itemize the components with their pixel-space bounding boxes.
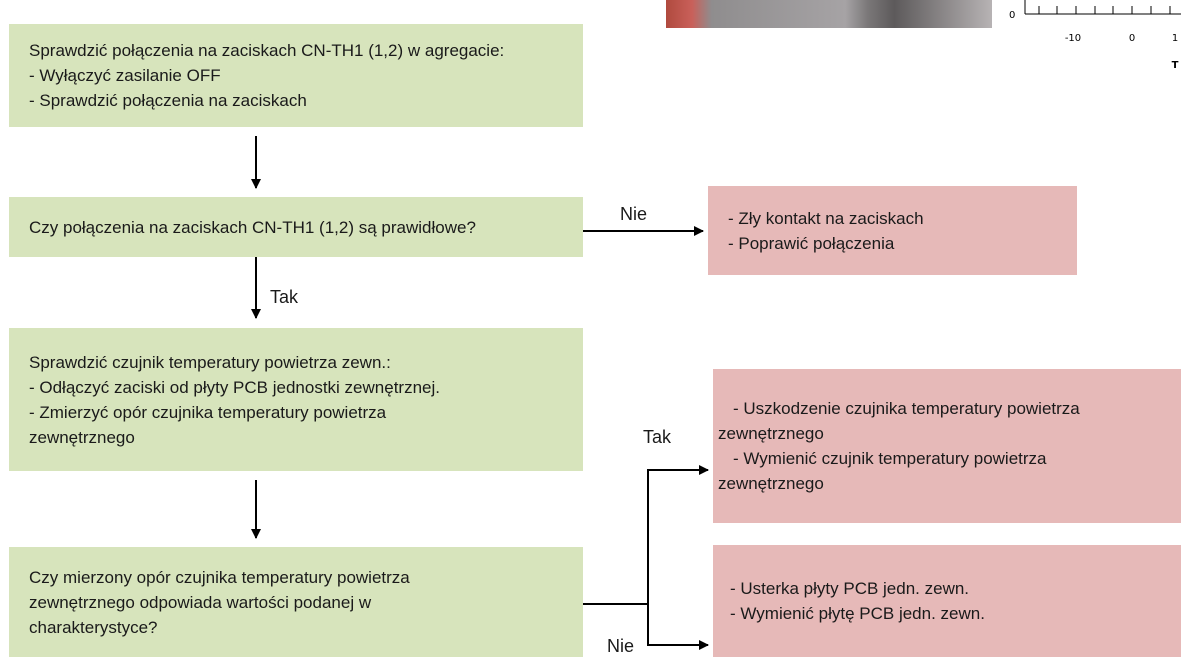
question1-text: Czy połączenia na zaciskach CN-TH1 (1,2)… — [29, 217, 476, 237]
graph-y-tick: 0 — [1009, 10, 1015, 21]
arrow-question2-no — [647, 604, 709, 650]
graph-x-tick: 0 — [1129, 33, 1135, 44]
step1-line: - Wyłączyć zasilanie OFF — [29, 66, 221, 85]
label-tak-question1: Tak — [270, 287, 299, 307]
graph-x-tick: 1 — [1172, 33, 1178, 44]
question2-line: Czy mierzony opór czujnika temperatury p… — [29, 567, 410, 587]
step1-line: - Sprawdzić połączenia na zaciskach — [29, 91, 307, 110]
arrow-question2-yes — [647, 465, 709, 604]
result-no-pcb-fault-box: - Usterka płyty PCB jedn. zewn. - Wymien… — [713, 545, 1181, 657]
question2-line: charakterystyce? — [29, 617, 158, 637]
label-nie-question2: Nie — [607, 636, 635, 656]
step2-line: - Zmierzyć opór czujnika temperatury pow… — [29, 402, 387, 422]
result-yes-line: zewnętrznego — [718, 474, 824, 493]
graph-x-tick: -10 — [1065, 33, 1081, 44]
step2-line: Sprawdzić czujnik temperatury powietrza … — [29, 352, 391, 372]
step1-check-terminals-box: Sprawdzić połączenia na zaciskach CN-TH1… — [9, 24, 583, 127]
result1-bad-contact-box: - Zły kontakt na zaciskach - Poprawić po… — [708, 186, 1077, 275]
photo-fragment — [666, 0, 992, 28]
step2-check-sensor-box: Sprawdzić czujnik temperatury powietrza … — [9, 328, 583, 471]
question2-resistance-match-box: Czy mierzony opór czujnika temperatury p… — [9, 547, 583, 657]
result-no-line: - Usterka płyty PCB jedn. zewn. — [730, 579, 970, 598]
question1-connections-ok-box: Czy połączenia na zaciskach CN-TH1 (1,2)… — [9, 197, 583, 257]
result1-line: - Poprawić połączenia — [728, 233, 895, 253]
graph-fragment: 0 -10 0 1 T — [1005, 0, 1181, 76]
result-yes-sensor-damaged-box: - Uszkodzenie czujnika temperatury powie… — [713, 369, 1181, 523]
graph-fragment-svg: 0 -10 0 1 T — [1009, 0, 1181, 71]
result-no-line: - Wymienić płytę PCB jedn. zewn. — [730, 604, 985, 623]
step1-line: Sprawdzić połączenia na zaciskach CN-TH1… — [29, 41, 505, 60]
label-nie-question1: Nie — [620, 204, 648, 224]
result-yes-line: zewnętrznego — [718, 424, 824, 443]
graph-axis-label: T — [1172, 60, 1179, 71]
step2-line: zewnętrznego — [29, 427, 135, 447]
step2-line: - Odłączyć zaciski od płyty PCB jednostk… — [29, 377, 440, 397]
result1-line: - Zły kontakt na zaciskach — [728, 208, 924, 228]
question2-line: zewnętrznego odpowiada wartości podanej … — [29, 592, 372, 612]
result-yes-line: - Uszkodzenie czujnika temperatury powie… — [733, 399, 1080, 418]
label-tak-question2: Tak — [643, 427, 672, 447]
result-yes-line: - Wymienić czujnik temperatury powietrza — [733, 449, 1047, 468]
